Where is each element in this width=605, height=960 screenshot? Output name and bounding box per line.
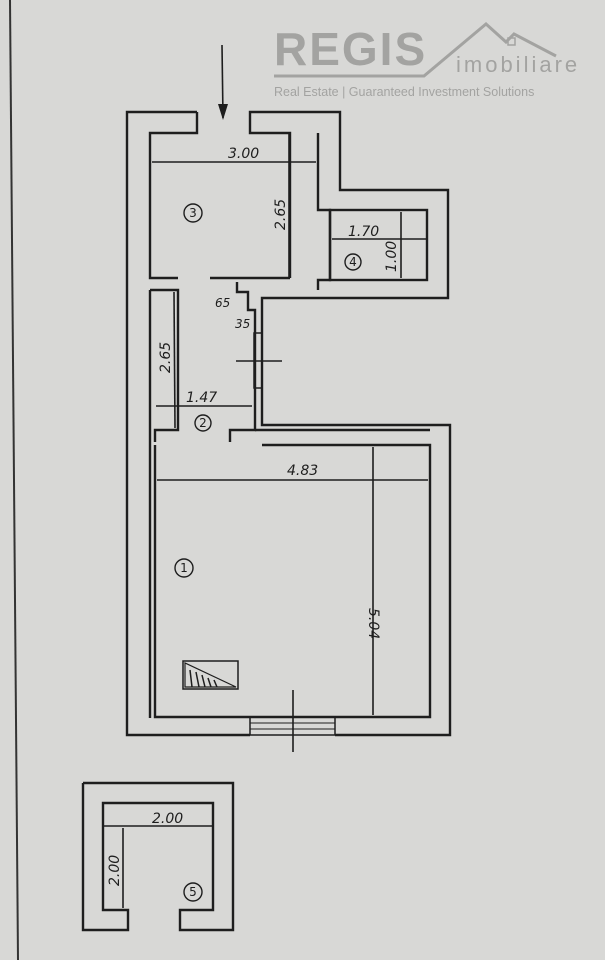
room4-width-label: 1.70 xyxy=(348,224,379,240)
room3-length-label: 2.65 xyxy=(273,199,289,230)
svg-text:2: 2 xyxy=(199,416,207,430)
window xyxy=(249,690,336,752)
storage-unit-walls xyxy=(81,781,235,932)
interior-door xyxy=(236,332,282,389)
logo-brand: REGIS xyxy=(274,23,428,75)
svg-text:1: 1 xyxy=(180,561,188,575)
room4-length-label: 1.00 xyxy=(384,241,400,272)
logo-subtitle: imobiliare xyxy=(456,52,581,77)
regis-logo: REGIS imobiliare Real Estate | Guarantee… xyxy=(274,22,594,104)
room1-length-label: 5.04 xyxy=(365,608,381,639)
house-roof-icon xyxy=(274,22,557,78)
logo-tagline: Real Estate | Guaranteed Investment Solu… xyxy=(274,85,535,99)
svg-text:5: 5 xyxy=(189,885,197,899)
sheet-edge-line xyxy=(9,0,19,960)
room-number-3: 3 xyxy=(183,203,203,223)
stair-hatch-icon xyxy=(182,660,239,690)
room-number-1: 1 xyxy=(174,558,194,578)
svg-text:3: 3 xyxy=(189,206,197,220)
room2-width-label: 1.47 xyxy=(186,390,217,406)
main-unit-walls xyxy=(125,110,452,737)
room-number-2: 2 xyxy=(194,414,212,432)
room3-width-label: 3.00 xyxy=(228,146,259,162)
offset-label-65: 65 xyxy=(215,296,230,310)
room2-length-label: 2.65 xyxy=(158,342,174,373)
offset-label-35: 35 xyxy=(235,317,250,331)
room1-width-label: 4.83 xyxy=(287,463,318,479)
room-number-4: 4 xyxy=(344,253,362,271)
svg-text:4: 4 xyxy=(349,255,357,269)
room5-length-label: 2.00 xyxy=(107,855,123,886)
entrance-arrow-icon xyxy=(218,44,228,120)
dimension-lines xyxy=(103,133,428,908)
room-number-5: 5 xyxy=(183,882,203,902)
room5-width-label: 2.00 xyxy=(152,811,183,827)
